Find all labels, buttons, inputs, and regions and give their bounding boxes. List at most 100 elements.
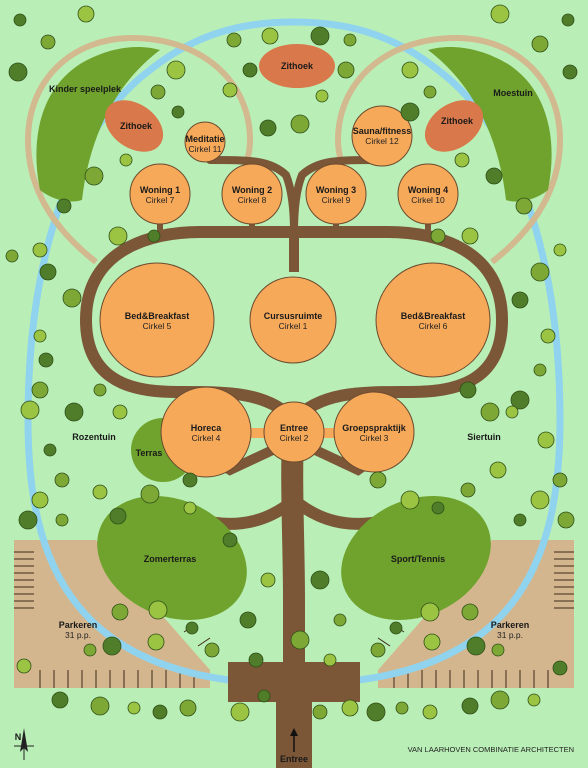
tree: [222, 82, 238, 98]
moestuin-field: [428, 46, 552, 202]
sauna-name: Sauna/fitness: [353, 126, 412, 136]
tree: [527, 693, 541, 707]
tree: [511, 291, 529, 309]
groep-circle: [333, 391, 415, 473]
tree: [182, 472, 198, 488]
cursus-stem: [289, 232, 299, 272]
tree: [83, 643, 97, 657]
sport-tennis-label: Sport/Tennis: [391, 554, 445, 564]
tree: [230, 702, 250, 722]
horeca-name: Horeca: [191, 423, 223, 433]
tree: [109, 507, 127, 525]
tree: [400, 102, 420, 122]
tree: [370, 642, 386, 658]
tree: [461, 603, 479, 621]
tree: [111, 603, 129, 621]
tree: [102, 636, 122, 656]
architect-credit: VAN LAARHOVEN COMBINATIE ARCHITECTEN: [408, 745, 574, 754]
tree: [140, 484, 160, 504]
tree: [226, 32, 242, 48]
tree: [261, 27, 279, 45]
tree: [552, 660, 568, 676]
tree: [18, 510, 38, 530]
woning4-sub: Cirkel 10: [411, 195, 445, 205]
meditatie-circle: [184, 121, 226, 163]
tree: [108, 226, 128, 246]
woning2-circle: [221, 163, 283, 225]
tree: [43, 443, 57, 457]
tree: [185, 621, 199, 635]
tree: [515, 197, 533, 215]
parking-stripe: [377, 637, 391, 647]
tree: [259, 119, 277, 137]
zomerterras-label: Zomerterras: [144, 554, 197, 564]
tree: [310, 26, 330, 46]
tree: [204, 642, 220, 658]
zithoek-left: [104, 100, 164, 152]
woning2-sub: Cirkel 8: [238, 195, 267, 205]
tree: [366, 702, 386, 722]
sauna-circle: [351, 105, 413, 167]
rozentuin-label: Rozentuin: [72, 432, 116, 442]
tree: [183, 501, 197, 515]
tree: [505, 405, 519, 419]
tree: [323, 653, 337, 667]
tree: [430, 228, 446, 244]
groep-sub: Cirkel 3: [360, 433, 389, 443]
tree: [260, 572, 276, 588]
woning4-circle: [397, 163, 459, 225]
tree: [171, 105, 185, 119]
tree: [557, 511, 575, 529]
tree: [533, 363, 547, 377]
tree: [33, 329, 47, 343]
tree: [31, 491, 49, 509]
tree: [166, 60, 186, 80]
tree: [431, 501, 445, 515]
zithoek-right-label: Zithoek: [441, 116, 474, 126]
tree: [490, 4, 510, 24]
tree: [485, 167, 503, 185]
tree: [31, 381, 49, 399]
tree: [460, 482, 476, 498]
tree: [222, 532, 238, 548]
tree: [400, 490, 420, 510]
parking-left-name: Parkeren: [59, 620, 98, 630]
tree: [54, 472, 70, 488]
tree: [561, 13, 575, 27]
tree: [369, 471, 387, 489]
tree: [20, 400, 40, 420]
kinder-speelplek-label: Kinder speelplek: [49, 84, 122, 94]
woning1-sub: Cirkel 7: [146, 195, 175, 205]
tree: [531, 35, 549, 53]
tree: [401, 61, 419, 79]
north-label: N: [15, 732, 22, 742]
tree: [55, 513, 69, 527]
tree: [513, 513, 527, 527]
zithoek-top: [259, 44, 335, 88]
tree: [454, 152, 470, 168]
tree: [540, 328, 556, 344]
parking-stripe: [197, 637, 211, 647]
woning1-name: Woning 1: [140, 185, 180, 195]
tree: [461, 697, 479, 715]
tree: [422, 704, 438, 720]
bb-left-circle: [99, 262, 215, 378]
tree: [489, 461, 507, 479]
tree: [490, 690, 510, 710]
tree: [16, 658, 32, 674]
tree: [32, 242, 48, 258]
tree: [179, 699, 197, 717]
tree: [51, 691, 69, 709]
tree: [64, 402, 84, 422]
tree: [423, 85, 437, 99]
tree: [127, 701, 141, 715]
moestuin-label: Moestuin: [493, 88, 533, 98]
zithoek-right: [424, 100, 484, 152]
woning2-name: Woning 2: [232, 185, 272, 195]
tree: [38, 352, 54, 368]
kinder-speelplek-field: [36, 46, 160, 202]
woning4-name: Woning 4: [408, 185, 448, 195]
tree: [395, 701, 409, 715]
tree: [337, 61, 355, 79]
